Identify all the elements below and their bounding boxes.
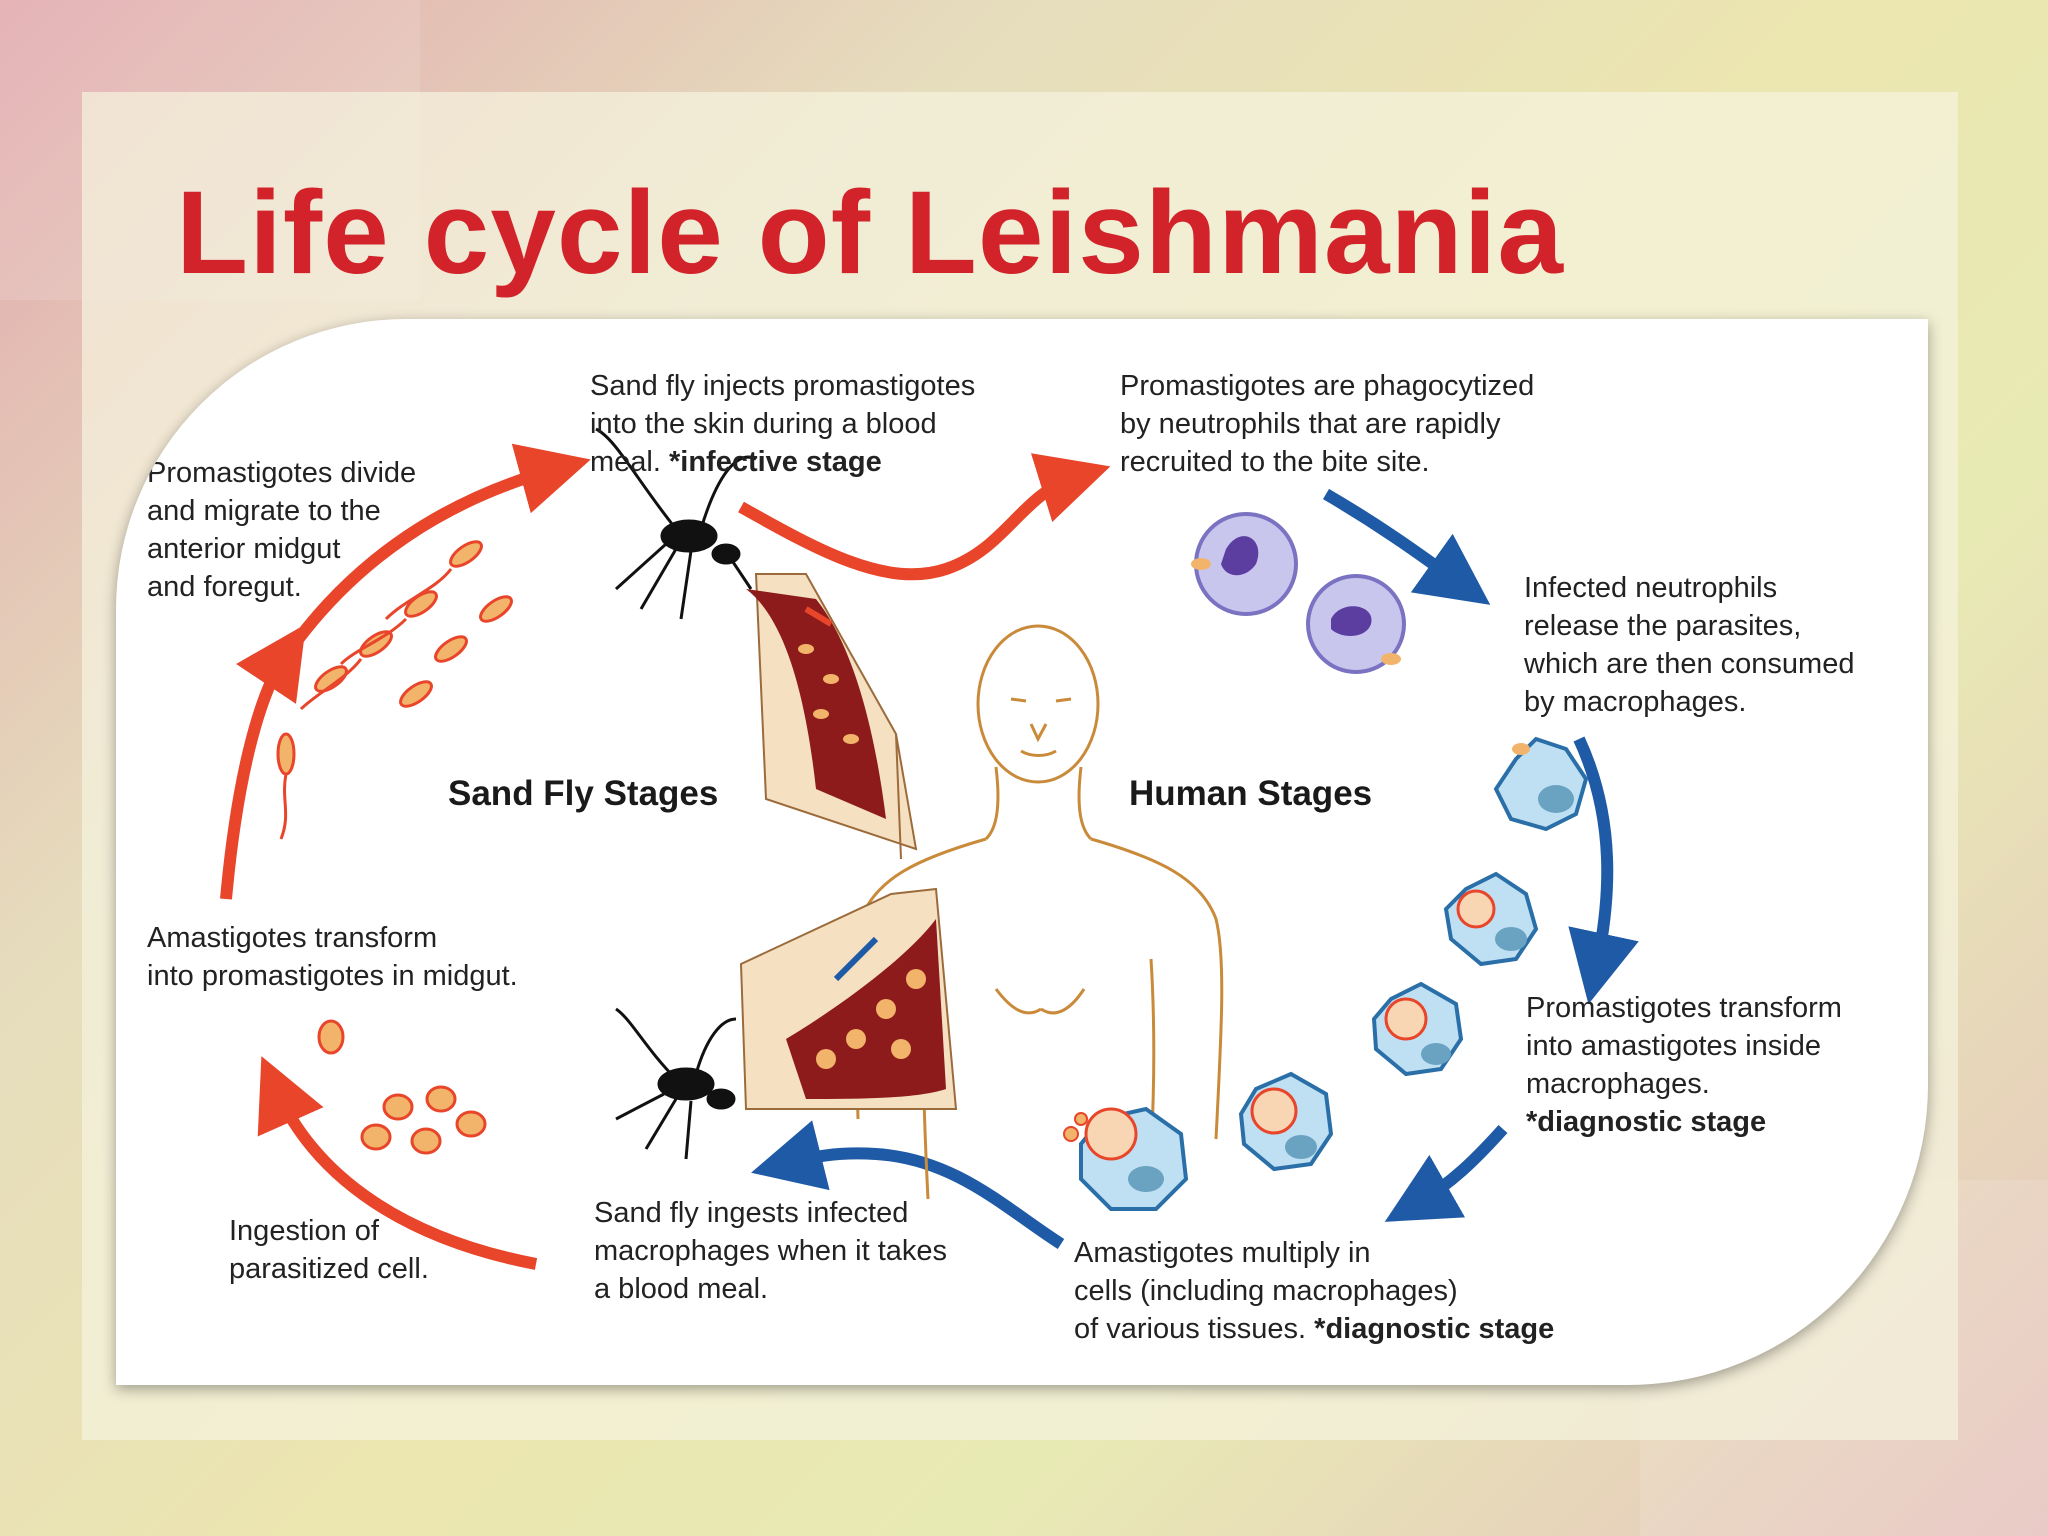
human-stages-title: Human Stages	[1129, 774, 1373, 813]
step-sandfly-ingests-label: Sand fly ingests infected macrophages wh…	[594, 1197, 948, 1305]
neutrophil-2	[1306, 574, 1406, 674]
promastigote-cluster	[276, 540, 513, 776]
arrow-ingest-to-transform	[257, 1056, 538, 1270]
sand-fly-bottom	[615, 1007, 737, 1160]
skin-zoom-bottom	[739, 887, 958, 1110]
macrophage-1	[1493, 736, 1589, 832]
promastigote-flagella	[279, 568, 453, 840]
arrow-release-to-transform	[1568, 736, 1639, 1005]
neutrophil-1	[1191, 512, 1298, 616]
diagram-card: Sand Fly Stages Human Stages Sand fly in…	[116, 319, 1928, 1385]
step-transform-promastigote-label: Amastigotes transform into promastigotes…	[147, 922, 518, 992]
arrow-injection-to-phagocytosis	[738, 453, 1111, 581]
slide-title: Life cycle of Leishmania	[176, 167, 1565, 299]
sand-fly-top	[595, 427, 757, 620]
arrow-multiply-to-ingest	[751, 1120, 1065, 1250]
arrow-phagocytosis-to-release	[1322, 488, 1491, 605]
arrow-divide-to-inject	[286, 443, 591, 653]
skin-zoom-top	[746, 573, 918, 860]
step-neutrophil-release-label: Infected neutrophils release the parasit…	[1524, 572, 1855, 718]
amastigote-cluster	[317, 1019, 487, 1155]
macrophage-4	[1238, 1071, 1334, 1172]
step-transform-amastigote-label: Promastigotes transform into amastigotes…	[1526, 992, 1842, 1138]
sand-fly-stages-title: Sand Fly Stages	[448, 774, 719, 813]
step-ingestion-label: Ingestion of parasitized cell.	[229, 1215, 429, 1285]
step-phagocytosis-label: Promastigotes are phagocytized by neutro…	[1120, 370, 1535, 478]
arrow-transform-to-divide	[220, 624, 306, 900]
arrow-transform-to-multiply	[1384, 1124, 1508, 1222]
step-injection-label: Sand fly injects promastigotes into the …	[590, 370, 976, 478]
macrophage-2	[1443, 871, 1539, 967]
macrophage-5	[1063, 1106, 1189, 1211]
life-cycle-illustration	[220, 427, 1639, 1270]
step-divide-migrate-label: Promastigotes divide and migrate to the …	[147, 457, 417, 603]
macrophage-3	[1371, 981, 1464, 1077]
step-multiply-label: Amastigotes multiply in cells (including…	[1074, 1237, 1555, 1345]
